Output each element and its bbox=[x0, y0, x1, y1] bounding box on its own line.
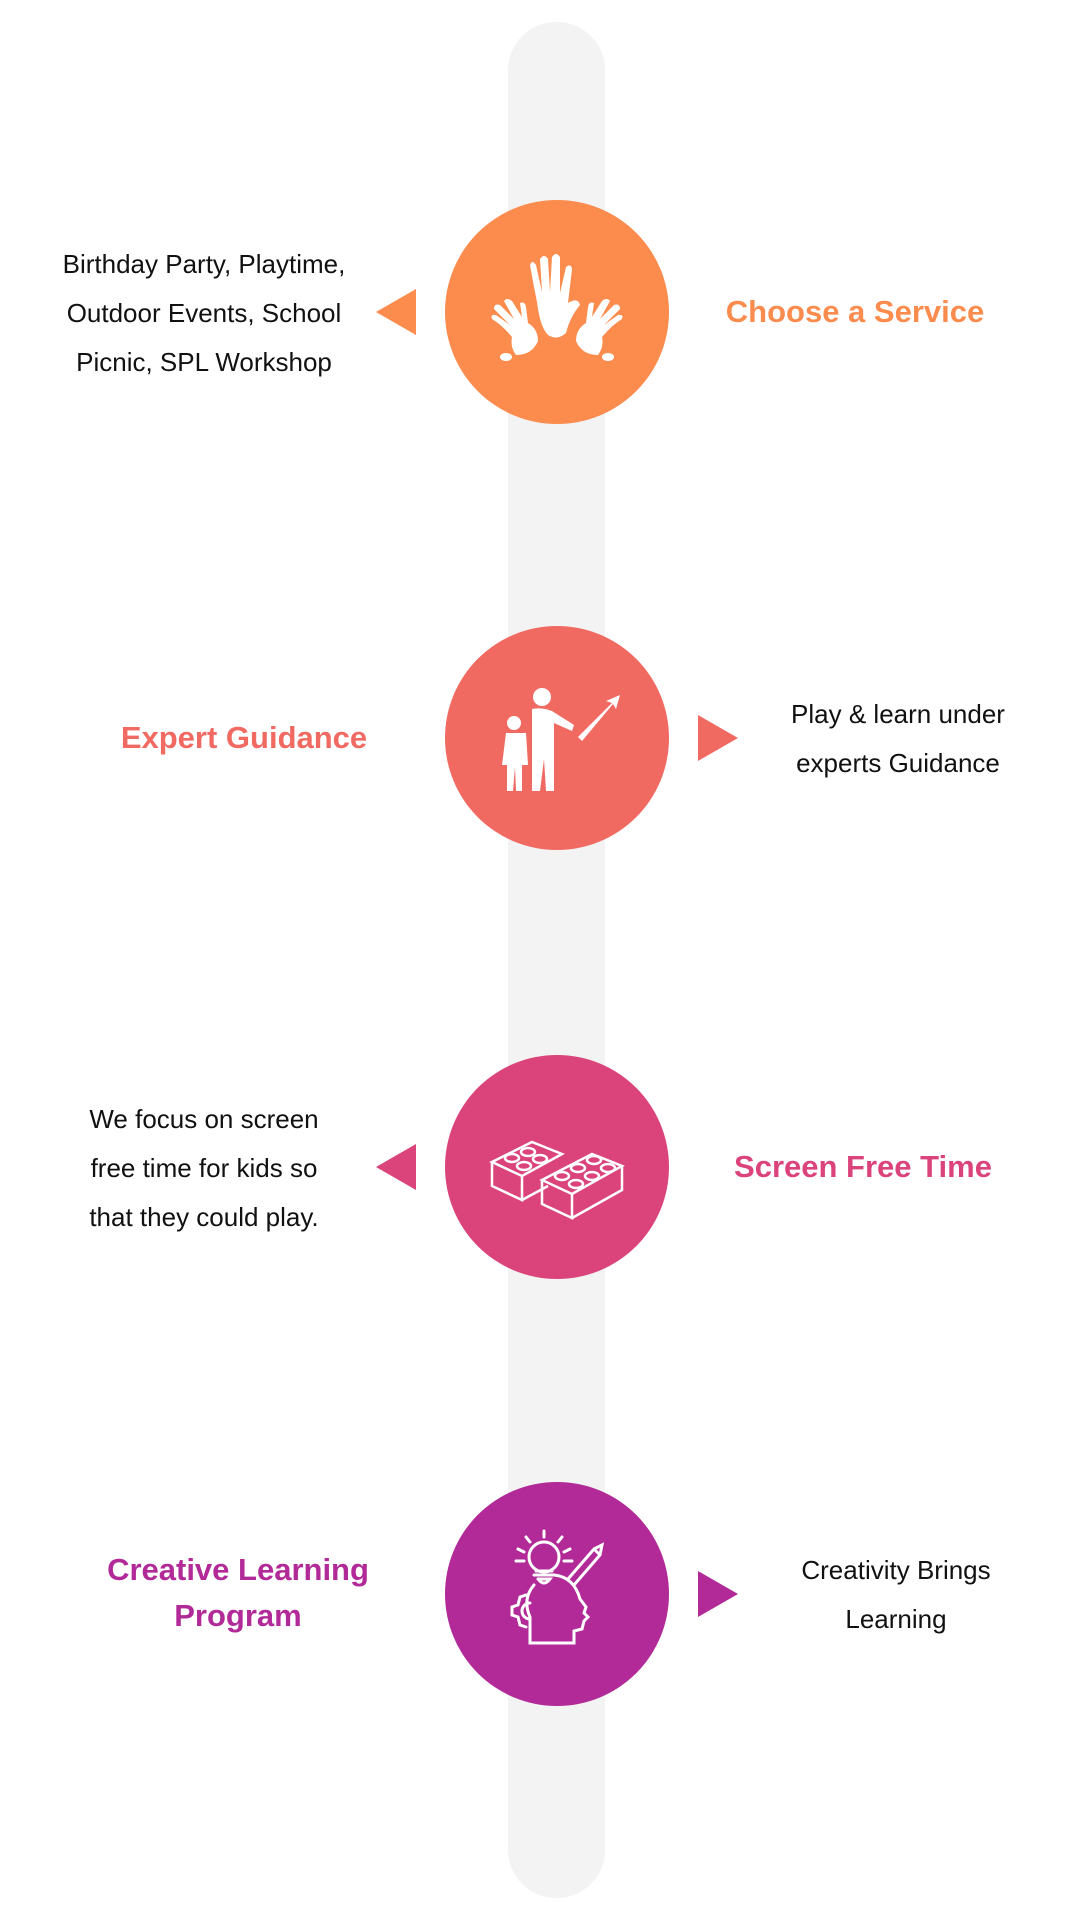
step-3-description: We focus on screen free time for kids so… bbox=[34, 1095, 374, 1242]
step-4-description: Creativity Brings Learning bbox=[726, 1546, 1066, 1644]
adult-child-growth-icon bbox=[502, 688, 620, 791]
step-3-circle bbox=[445, 1055, 669, 1279]
step-1-description: Birthday Party, Playtime, Outdoor Events… bbox=[34, 240, 374, 387]
step-2-circle bbox=[445, 626, 669, 850]
desc-line: Birthday Party, Playtime, bbox=[62, 249, 346, 279]
desc-line: free time for kids so bbox=[90, 1153, 318, 1183]
title-line: Creative Learning bbox=[107, 1552, 369, 1587]
step-1-circle bbox=[445, 200, 669, 424]
title-line: Program bbox=[174, 1598, 302, 1633]
step-4-title: Creative Learning Program bbox=[73, 1547, 403, 1639]
step-2-title: Expert Guidance bbox=[120, 720, 368, 755]
step-2-description: Play & learn under experts Guidance bbox=[728, 690, 1068, 788]
desc-line: Outdoor Events, School bbox=[66, 298, 342, 328]
desc-line: experts Guidance bbox=[796, 748, 1000, 778]
desc-line: Picnic, SPL Workshop bbox=[76, 347, 332, 377]
desc-line: Learning bbox=[845, 1604, 947, 1634]
step-4-circle bbox=[445, 1482, 669, 1706]
handprints-icon bbox=[491, 254, 623, 361]
lego-bricks-icon bbox=[489, 1140, 625, 1220]
step-3-arrow bbox=[376, 1144, 416, 1190]
desc-line: We focus on screen bbox=[89, 1104, 319, 1134]
creative-head-icon bbox=[510, 1529, 605, 1645]
step-2-arrow bbox=[698, 715, 738, 761]
step-3-title: Screen Free Time bbox=[734, 1149, 992, 1184]
desc-line: Creativity Brings bbox=[801, 1555, 991, 1585]
desc-line: Play & learn under bbox=[791, 699, 1005, 729]
desc-line: that they could play. bbox=[89, 1202, 319, 1232]
step-4-arrow bbox=[698, 1571, 738, 1617]
step-1-arrow bbox=[376, 289, 416, 335]
step-1-title: Choose a Service bbox=[725, 294, 985, 329]
